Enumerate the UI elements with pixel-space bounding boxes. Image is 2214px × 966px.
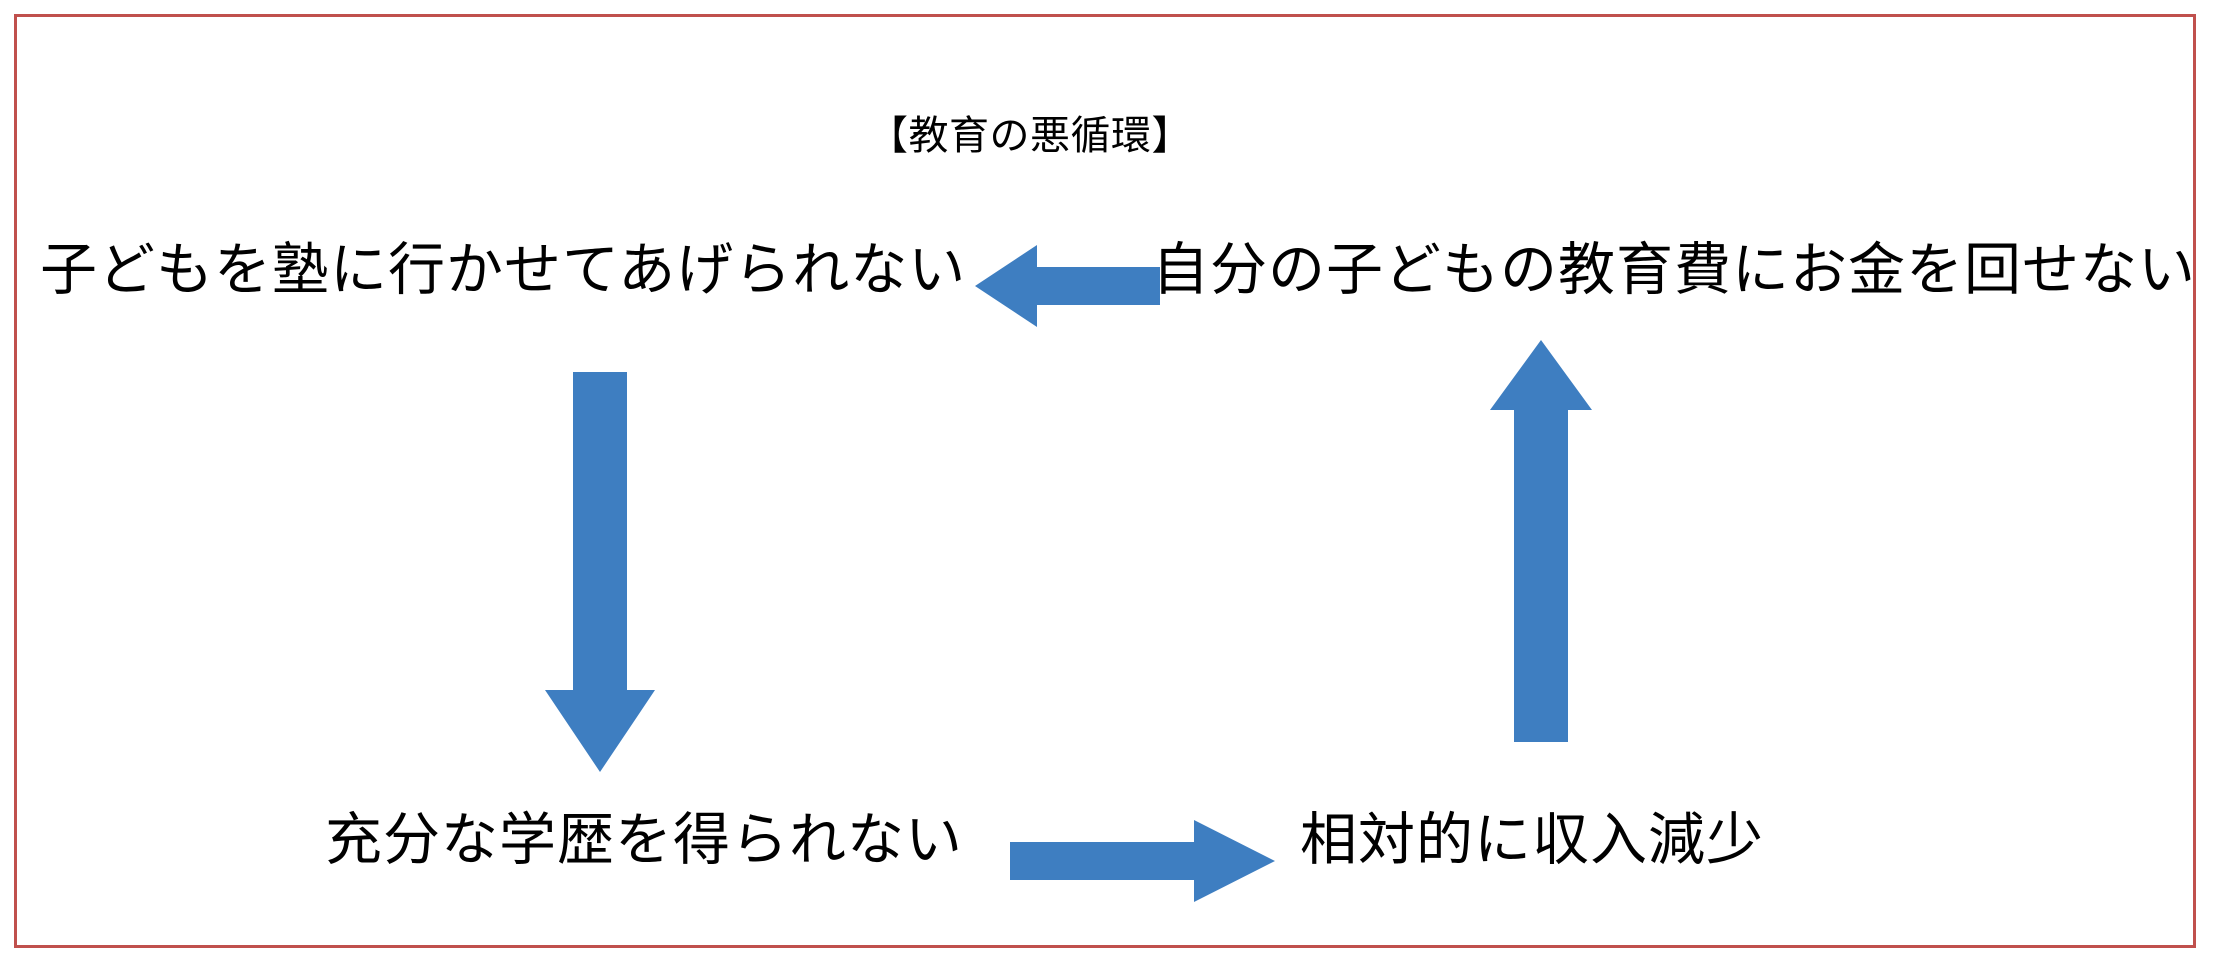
node-cannot-obtain-sufficient-education: 充分な学歴を得られない [325,808,963,872]
arrow-down-icon [545,372,655,772]
node-cannot-afford-education-costs: 自分の子どもの教育費にお金を回せない [1152,238,2196,302]
arrow-right-icon [1010,820,1275,902]
arrow-left-icon [975,245,1160,327]
arrow-up-icon [1490,340,1592,742]
node-relative-income-decrease: 相対的に収入減少 [1300,808,1764,872]
node-cannot-send-child-to-cram-school: 子どもを塾に行かせてあげられない [40,238,967,302]
page-title: 【教育の悪循環】 [868,114,1192,158]
page-border-frame [14,14,2196,948]
